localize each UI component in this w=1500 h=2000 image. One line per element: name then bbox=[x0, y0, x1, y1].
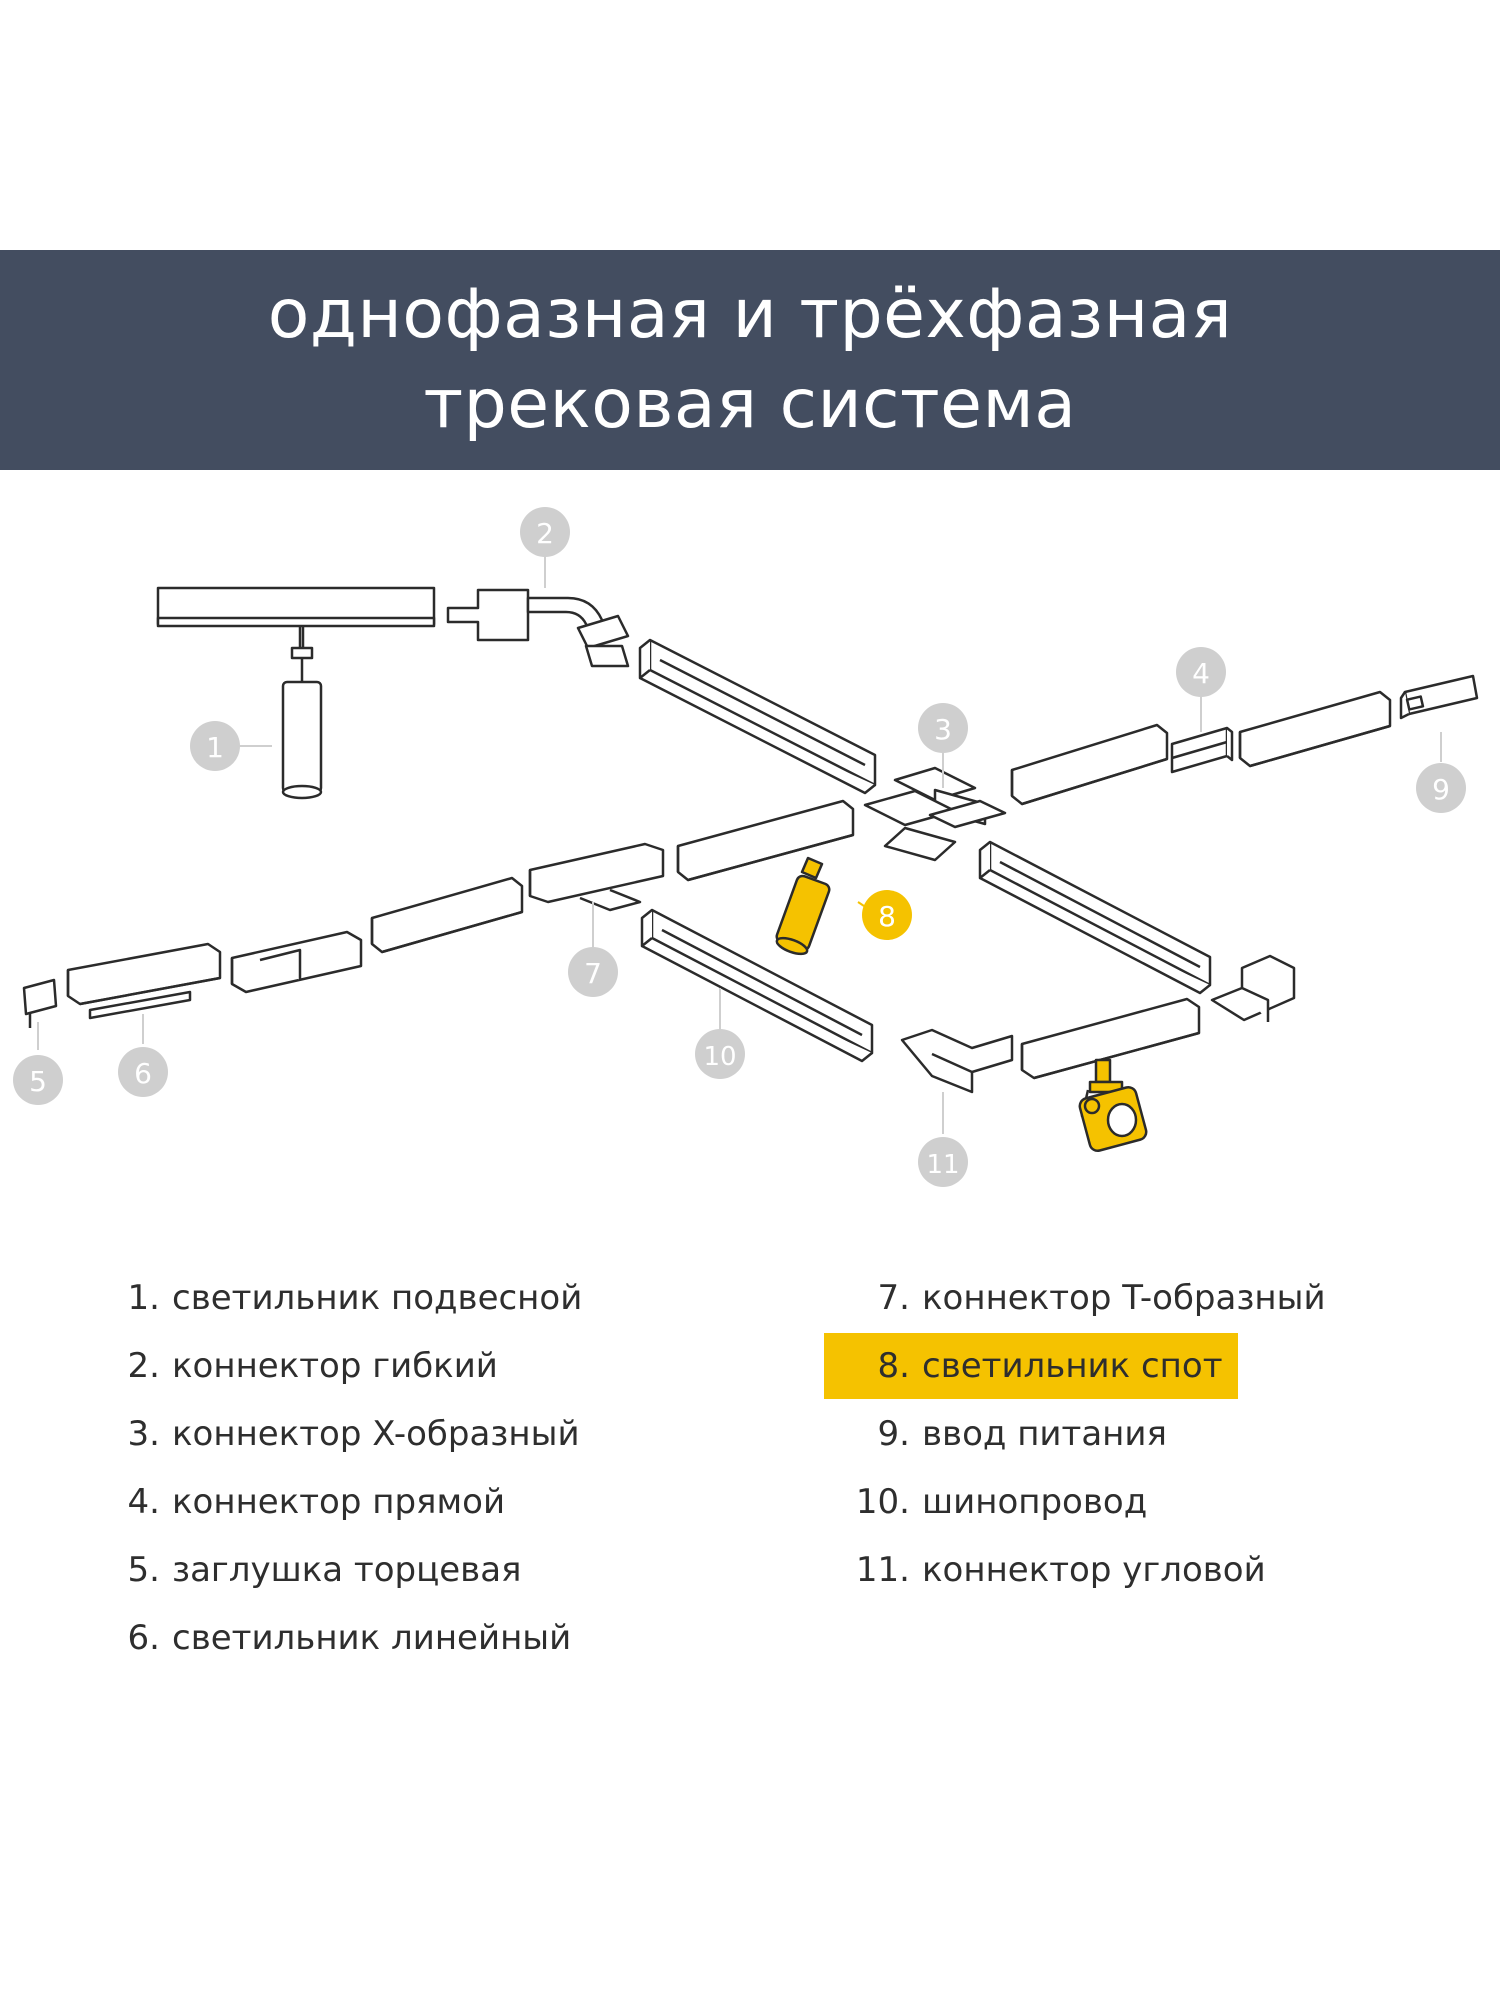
callout-1: 1 bbox=[190, 721, 240, 771]
callout-7: 7 bbox=[568, 947, 618, 997]
busbar-rail-right-drawing bbox=[1010, 723, 1169, 806]
title-banner: однофазная и трёхфазная трековая система bbox=[0, 250, 1500, 470]
power-feed-drawing bbox=[1399, 674, 1479, 720]
callout-5: 5 bbox=[13, 1055, 63, 1105]
corner-connector-right-drawing bbox=[1210, 954, 1296, 1022]
svg-text:2: 2 bbox=[536, 517, 554, 550]
x-connector-drawing bbox=[863, 766, 1007, 862]
legend-item: 4.коннектор прямой bbox=[127, 1482, 506, 1522]
svg-text:9: 9 bbox=[1432, 773, 1450, 806]
svg-text:5: 5 bbox=[29, 1065, 47, 1098]
svg-text:4: 4 bbox=[1192, 657, 1210, 690]
legend: 1.светильник подвесной 2.коннектор гибки… bbox=[0, 1265, 1500, 1685]
end-cap-drawing bbox=[22, 978, 58, 1028]
t-connector-drawing bbox=[528, 842, 665, 912]
callout-3: 3 bbox=[918, 703, 968, 753]
svg-text:1: 1 bbox=[206, 731, 224, 764]
legend-item: 10.шинопровод bbox=[855, 1482, 1148, 1522]
busbar-rail-upper-drawing bbox=[638, 638, 877, 795]
callout-8: 8 bbox=[862, 890, 912, 940]
svg-text:11: 11 bbox=[926, 1150, 959, 1180]
legend-item: 5.заглушка торцевая bbox=[127, 1550, 522, 1590]
callout-11: 11 bbox=[918, 1137, 968, 1187]
busbar-rail-spot-drawing bbox=[676, 799, 855, 882]
callout-circles: 1 2 3 4 5 6 7 8 bbox=[13, 507, 1466, 1187]
busbar-rail-middle-left-drawing bbox=[370, 876, 524, 954]
legend-item: 9.ввод питания bbox=[877, 1414, 1167, 1454]
corner-connector-drawing bbox=[900, 1028, 1014, 1094]
legend-item: 2.коннектор гибкий bbox=[127, 1346, 498, 1386]
square-spot-luminaire-drawing bbox=[1078, 1058, 1148, 1153]
svg-text:3: 3 bbox=[934, 713, 952, 746]
callout-6: 6 bbox=[118, 1047, 168, 1097]
track-system-diagram: 1 2 3 4 5 6 7 8 bbox=[13, 507, 1479, 1187]
legend-item: 7.коннектор T-образный bbox=[877, 1278, 1326, 1318]
legend-item-highlighted: 8.светильник спот bbox=[824, 1333, 1238, 1399]
legend-item: 1.светильник подвесной bbox=[127, 1278, 583, 1318]
callout-2: 2 bbox=[520, 507, 570, 557]
svg-text:8: 8 bbox=[878, 900, 896, 933]
callout-9: 9 bbox=[1416, 763, 1466, 813]
busbar-rail-bottom-drawing bbox=[1020, 997, 1201, 1080]
flexible-connector-drawing bbox=[446, 588, 630, 668]
legend-item: 11.коннектор угловой bbox=[855, 1550, 1266, 1590]
title-line-1: однофазная и трёхфазная bbox=[267, 275, 1233, 354]
linear-luminaire-drawing bbox=[66, 942, 222, 1020]
title-line-2: трековая система bbox=[423, 365, 1077, 444]
pendant-luminaire-drawing bbox=[156, 586, 436, 800]
straight-connector-left-drawing bbox=[230, 930, 363, 994]
svg-text:7: 7 bbox=[584, 957, 602, 990]
legend-item: 6.светильник линейный bbox=[127, 1618, 572, 1658]
busbar-rail-lower-right-drawing bbox=[978, 840, 1212, 995]
spot-luminaire-drawing bbox=[775, 856, 831, 956]
busbar-drawing bbox=[640, 908, 874, 1063]
svg-text:6: 6 bbox=[134, 1057, 152, 1090]
svg-text:10: 10 bbox=[703, 1042, 736, 1072]
callout-10: 10 bbox=[695, 1029, 745, 1079]
callout-4: 4 bbox=[1176, 647, 1226, 697]
straight-connector-drawing bbox=[1170, 726, 1234, 774]
legend-item: 3.коннектор X-образный bbox=[127, 1414, 580, 1454]
busbar-rail-far-right-drawing bbox=[1238, 690, 1392, 768]
